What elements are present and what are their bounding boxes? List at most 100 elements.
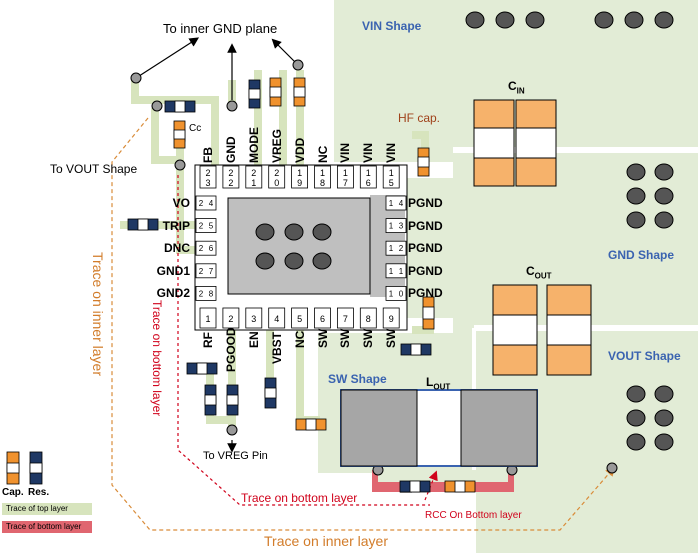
inner-layer-trace (111, 117, 616, 531)
pin-number: 8 (320, 178, 325, 188)
vin-shape-label: VIN Shape (362, 19, 422, 33)
pin-pad (382, 307, 400, 329)
pin-number: 8 (209, 289, 214, 298)
pin-number: 2 (199, 289, 204, 298)
pin-number: 9 (297, 178, 302, 188)
pin-number: 2 (274, 168, 279, 178)
cin-label: CIN (508, 79, 525, 96)
pin-number: 6 (209, 244, 214, 253)
pin-number: 2 (251, 168, 256, 178)
trace-inner-label-vertical: Trace on inner layer (90, 252, 106, 376)
pin-number: 6 (320, 314, 325, 324)
pin-number: 2 (199, 244, 204, 253)
pin-label-bottom: PGOOD (223, 327, 238, 372)
pin-label-left: DNC (164, 241, 190, 256)
pin-pad (268, 307, 286, 329)
pin-label-top: VIN (338, 142, 353, 163)
pin-number: 1 (320, 168, 325, 178)
pin-number: 9 (389, 314, 394, 324)
pin-number: 2 (228, 314, 233, 324)
pin-label-top: GND (223, 136, 238, 163)
pin-pad (359, 307, 377, 329)
pin-pad (385, 240, 407, 256)
pin-pad (199, 165, 217, 189)
pin-pad (336, 307, 354, 329)
legend-top-layer-label: Trace of top layer (6, 504, 68, 513)
pin-number: 1 (297, 168, 302, 178)
gnd-shape-label: GND Shape (608, 248, 675, 262)
pin-number: 7 (209, 267, 214, 276)
pin-number: 2 (199, 267, 204, 276)
vias (130, 11, 674, 476)
trace-bottom-label-vertical: Trace on bottom layer (150, 300, 164, 417)
trace-inner-label-horizontal: Trace on inner layer (264, 533, 388, 549)
pin-pad (195, 240, 217, 256)
pin-number: 0 (274, 178, 279, 188)
pin-label-bottom: SW (315, 328, 330, 348)
pin-number: 4 (274, 314, 279, 324)
pin-label-left: GND2 (156, 286, 190, 301)
pin-label-bottom: NC (292, 330, 307, 348)
pin-label-bottom: VBST (269, 331, 284, 364)
pin-number: 2 (399, 244, 404, 253)
pin-label-left: GND1 (156, 263, 190, 278)
pin-number: 7 (343, 178, 348, 188)
pin-number: 1 (389, 267, 394, 276)
pin-pad (195, 218, 217, 234)
pin-pad (268, 165, 286, 189)
pin-label-left: TRIP (162, 218, 190, 233)
pin-pad (245, 307, 263, 329)
pin-label-bottom: SW (338, 328, 353, 348)
legend-bottom-layer-label: Trace of bottom layer (6, 522, 82, 531)
pin-label-top: FB (201, 147, 215, 163)
pin-pad (222, 165, 240, 189)
pin-pad (222, 307, 240, 329)
pin-number: 1 (205, 314, 210, 324)
pin-label-right: PGND (408, 263, 443, 278)
pin-label-right: PGND (408, 286, 443, 301)
to-vreg-pin-label: To VREG Pin (203, 450, 268, 462)
pin-pad (385, 263, 407, 279)
cin-capacitors (473, 99, 557, 187)
pin-number: 1 (251, 178, 256, 188)
legend-cap-label: Cap. (2, 487, 24, 498)
sw-shape-label: SW Shape (328, 372, 387, 386)
pin-number: 6 (366, 178, 371, 188)
pin-label-bottom: SW (361, 328, 376, 348)
hf-cap-label: HF cap. (398, 111, 441, 125)
pin-pad (245, 165, 263, 189)
pin-label-top: MODE (246, 127, 261, 163)
pin-pad (199, 307, 217, 329)
pin-label-left: VO (172, 196, 190, 210)
pin-label-top: VDD (292, 137, 307, 163)
lout-label: LOUT (426, 375, 451, 392)
trace-bottom-label-horizontal: Trace on bottom layer (241, 491, 358, 505)
pin-number: 4 (399, 199, 404, 208)
pin-label-top: VIN (361, 142, 376, 163)
pin-number: 7 (343, 314, 348, 324)
pin-label-bottom: EN (246, 331, 261, 348)
pin-number: 1 (399, 267, 404, 276)
pin-pad (385, 218, 407, 234)
pin-label-bottom: RF (201, 332, 215, 348)
pin-number: 2 (228, 168, 233, 178)
vout-shape-label: VOUT Shape (608, 349, 681, 363)
pin-label-top: VIN (384, 142, 399, 163)
lout-inductor (340, 389, 538, 467)
rcc-bottom-label: RCC On Bottom layer (425, 510, 522, 521)
pin-number: 5 (297, 314, 302, 324)
pin-label-right: PGND (408, 218, 443, 233)
pin-number: 2 (199, 199, 204, 208)
pin-number: 3 (399, 222, 404, 231)
ic-package (194, 164, 408, 331)
pin-pad (385, 195, 407, 211)
pin-number: 2 (199, 222, 204, 231)
pin-label-top: VREG (269, 128, 284, 163)
pin-pad (195, 263, 217, 279)
pin-pad (385, 285, 407, 301)
pin-number: 2 (228, 178, 233, 188)
pin-label-bottom: SW (384, 328, 399, 348)
